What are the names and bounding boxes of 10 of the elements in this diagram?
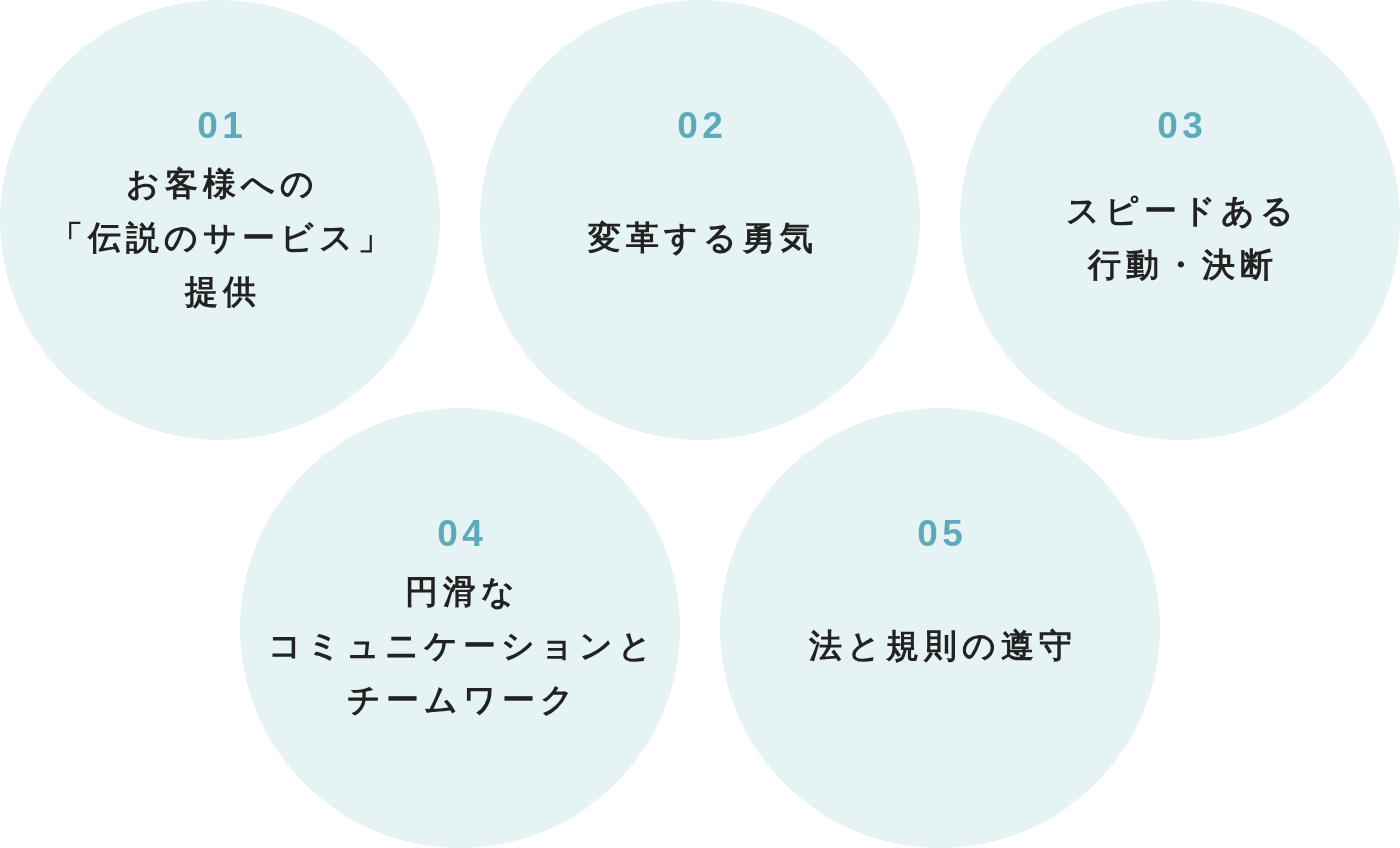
step-number: 03	[1156, 104, 1208, 148]
value-text: 法と規則の遵守	[807, 625, 1077, 667]
value-text: お客様への「伝説のサービス」提供	[48, 163, 397, 313]
value-text: 円滑なコミュニケーションとチームワーク	[267, 571, 658, 721]
step-number: 02	[676, 104, 728, 148]
step-number: 01	[196, 104, 248, 148]
step-number: 04	[436, 512, 488, 556]
step-number: 05	[916, 512, 968, 556]
value-text: スピードある行動・決断	[1065, 190, 1300, 286]
value-text: 変革する勇気	[586, 217, 818, 259]
